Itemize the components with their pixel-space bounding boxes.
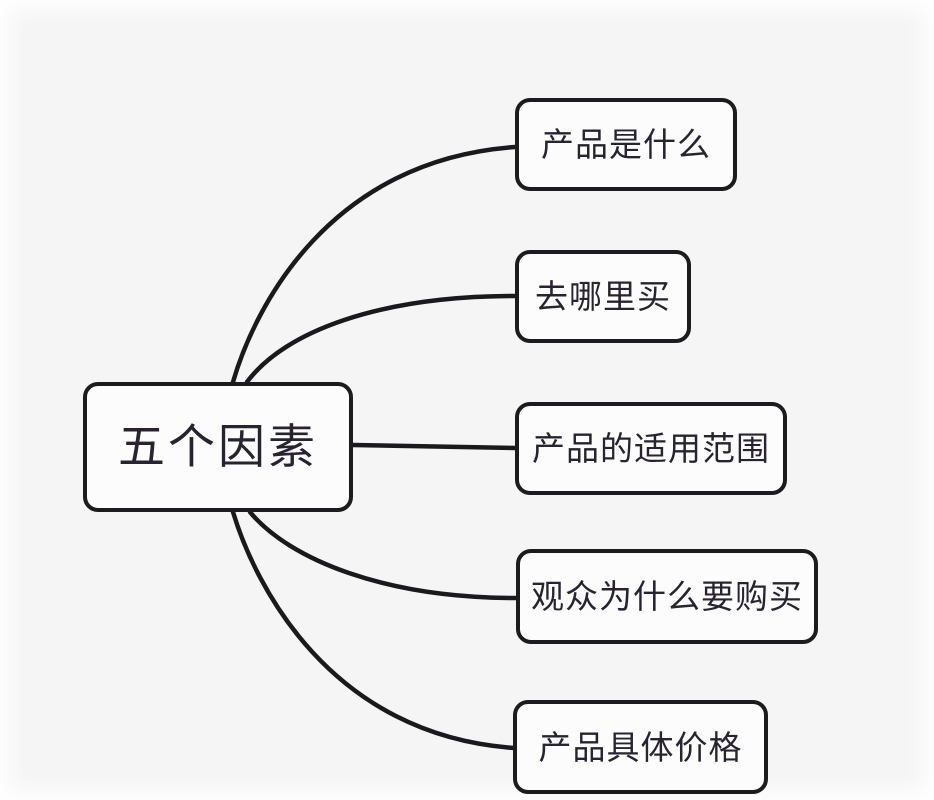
node-why-audience-buys[interactable]: 观众为什么要购买: [516, 549, 818, 644]
node-applicable-scope-label: 产品的适用范围: [532, 429, 770, 468]
node-specific-price[interactable]: 产品具体价格: [513, 700, 768, 794]
node-what-is-product[interactable]: 产品是什么: [515, 98, 737, 191]
connector-root-to-child-5: [230, 509, 517, 751]
node-where-to-buy[interactable]: 去哪里买: [515, 250, 691, 343]
node-applicable-scope[interactable]: 产品的适用范围: [515, 402, 787, 495]
connector-root-to-child-1: [230, 144, 518, 385]
connector-root-to-child-3: [350, 442, 518, 451]
connector-root-to-child-2: [244, 293, 518, 385]
connector-root-to-child-4: [247, 509, 519, 601]
node-five-factors[interactable]: 五个因素: [83, 382, 353, 512]
node-why-audience-buys-label: 观众为什么要购买: [531, 577, 803, 616]
node-specific-price-label: 产品具体价格: [538, 727, 743, 767]
node-five-factors-label: 五个因素: [118, 419, 318, 475]
node-what-is-product-label: 产品是什么: [541, 125, 711, 164]
node-where-to-buy-label: 去哪里买: [535, 277, 671, 316]
